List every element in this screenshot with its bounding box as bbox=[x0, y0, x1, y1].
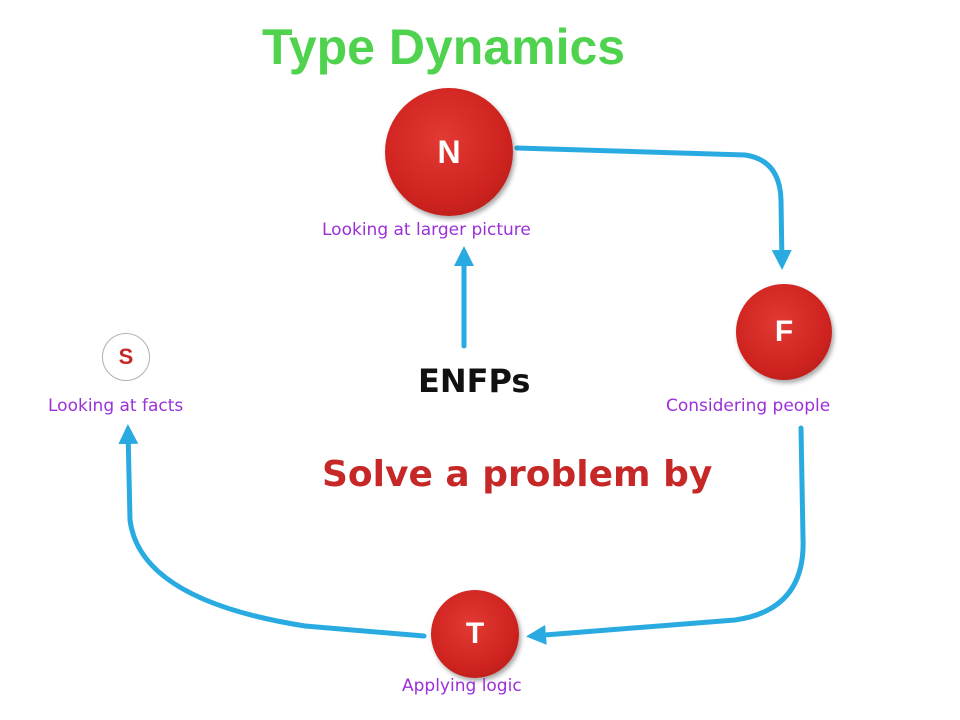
diagram-subtitle: Solve a problem by bbox=[322, 454, 713, 495]
arrow-t-to-s bbox=[118, 424, 427, 639]
arrow-f-to-t bbox=[526, 425, 806, 645]
node-n-caption: Looking at larger picture bbox=[322, 220, 531, 240]
node-f-caption: Considering people bbox=[666, 396, 831, 416]
node-t-letter: T bbox=[465, 617, 485, 650]
node-f-letter: F bbox=[774, 315, 794, 348]
center-label: ENFPs bbox=[418, 362, 531, 400]
node-s-sensing: S bbox=[102, 333, 150, 381]
arrow-n-to-f bbox=[514, 145, 792, 270]
node-t-caption: Applying logic bbox=[402, 676, 522, 696]
node-t-thinking: T bbox=[431, 590, 519, 678]
node-n-intuition: N bbox=[385, 88, 513, 216]
diagram-title: Type Dynamics bbox=[262, 19, 626, 75]
node-s-caption: Looking at facts bbox=[48, 396, 184, 416]
node-s-letter: S bbox=[118, 344, 134, 369]
node-f-feeling: F bbox=[736, 284, 832, 380]
node-n-letter: N bbox=[437, 133, 461, 170]
